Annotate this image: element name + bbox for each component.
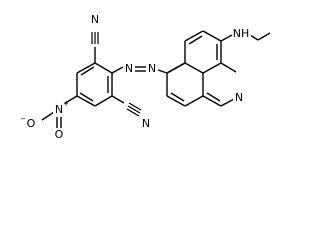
bond-nitrile-bottom-single xyxy=(111,95,125,104)
bond-ring-to-azo xyxy=(111,66,124,74)
nitrile-bottom-N-label: N xyxy=(142,117,150,130)
bond-ringB-3 xyxy=(184,30,204,42)
bond-nitrile-bottom-triple-1 xyxy=(127,105,141,114)
bond-ringB-7 xyxy=(184,62,204,74)
bond-ringA-inner-2 xyxy=(79,92,94,102)
bond-ringC-2 xyxy=(202,95,222,107)
bond-NH-to-CH2 xyxy=(249,34,259,41)
bond-ringB-6 xyxy=(202,62,222,74)
azo-N1-label: N xyxy=(125,62,133,75)
bond-ringB-inner-1 xyxy=(188,35,203,45)
bond-ringA-1 xyxy=(94,62,113,74)
amine-NH-label: NH xyxy=(233,27,250,40)
chemical-structure: N N N N O − N + O NH N xyxy=(20,12,271,141)
nitrile-top-N-label: N xyxy=(91,13,99,26)
atom-labels: N N N N O − N + O NH N xyxy=(20,12,251,141)
bond-CH2-to-CH3 xyxy=(257,32,271,41)
nitro-O-minus-label: O xyxy=(27,117,36,130)
nitro-O-label: O xyxy=(55,128,64,141)
bond-nitrile-bottom-triple-3 xyxy=(128,102,142,111)
bond-ringC-4 xyxy=(220,62,237,73)
nitro-N-plus-label: N xyxy=(55,103,63,116)
nitro-minus-charge: − xyxy=(20,115,26,123)
bond-ringD-2 xyxy=(166,95,186,107)
bonds xyxy=(41,30,271,128)
bond-ringD-inner-1 xyxy=(170,92,185,102)
bond-azo-to-ringB xyxy=(157,69,168,74)
quinoline-N-label: N xyxy=(235,91,243,104)
bond-ringA-6 xyxy=(76,62,96,74)
bond-nitrile-bottom-triple-2 xyxy=(126,108,140,117)
bond-ringA-3 xyxy=(94,95,113,107)
bond-ringA-4 xyxy=(76,95,96,107)
azo-N2-label: N xyxy=(148,62,156,75)
bond-ringB-8 xyxy=(166,62,186,74)
bond-ringB-4 xyxy=(202,30,222,42)
bond-nitro-O-minus xyxy=(41,111,55,121)
bond-ringC-inner-1 xyxy=(206,92,221,102)
bond-ringD-3 xyxy=(184,95,204,107)
bond-ringA-inner-3 xyxy=(80,66,95,76)
lower-ring xyxy=(166,73,204,107)
bond-ring-to-NH xyxy=(220,34,233,42)
nitro-plus-charge: + xyxy=(63,100,69,108)
